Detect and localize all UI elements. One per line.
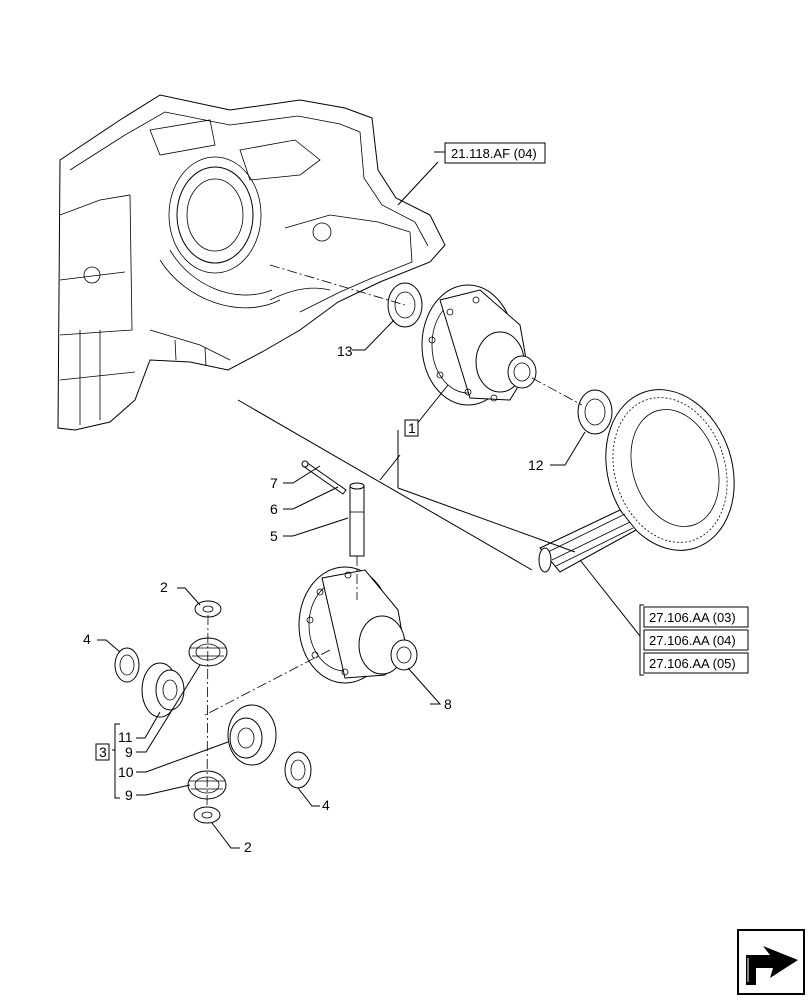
ref-link-gear-03[interactable]: 27.106.AA (03) — [643, 606, 749, 628]
callout-9-top: 9 — [125, 744, 133, 760]
ref-gear-05-text[interactable]: 27.106.AA (05) — [649, 656, 736, 671]
ref-gear-03-text[interactable]: 27.106.AA (03) — [649, 610, 736, 625]
ref-link-housing[interactable]: 21.118.AF (04) — [444, 142, 546, 164]
leader-lines — [97, 151, 641, 849]
callout-3: 3 — [99, 744, 107, 760]
callout-13: 13 — [337, 343, 353, 359]
washer-2-bottom — [193, 806, 221, 824]
shaft-5 — [349, 482, 365, 557]
callout-12: 12 — [528, 457, 544, 473]
pin-6 — [301, 460, 347, 495]
side-gear-11 — [141, 662, 185, 718]
crown-wheel-pinion — [538, 389, 735, 573]
callout-8: 8 — [444, 696, 452, 712]
differential-case-8 — [298, 566, 418, 684]
ref-link-gear-04[interactable]: 27.106.AA (04) — [643, 629, 749, 651]
transmission-housing — [57, 94, 446, 431]
callout-2-top: 2 — [160, 579, 168, 595]
ref-link-gear-05[interactable]: 27.106.AA (05) — [643, 652, 749, 674]
callout-9-bottom: 9 — [125, 787, 133, 803]
callout-4-right: 4 — [322, 797, 330, 813]
ref-links-gear: 27.106.AA (03) 27.106.AA (04) 27.106.AA … — [639, 604, 749, 676]
callout-4-left: 4 — [83, 631, 91, 647]
bearing-12 — [577, 389, 613, 435]
callout-6: 6 — [270, 501, 278, 517]
ref-gear-04-text[interactable]: 27.106.AA (04) — [649, 633, 736, 648]
callout-box-1: 1 — [404, 419, 419, 437]
callout-5: 5 — [270, 528, 278, 544]
differential-case-upper — [421, 284, 537, 406]
ref-housing-text[interactable]: 21.118.AF (04) — [451, 146, 537, 161]
callout-labels: 13 12 7 6 5 2 4 8 11 9 10 9 4 2 — [83, 343, 544, 855]
callout-box-3: 3 — [95, 743, 110, 761]
thrust-washer-4-left — [114, 647, 140, 683]
callout-1: 1 — [408, 420, 416, 436]
thrust-washer-4-right — [284, 751, 312, 789]
callout-7: 7 — [270, 475, 278, 491]
exit-arrow-icon[interactable] — [737, 929, 805, 995]
callout-10: 10 — [118, 764, 134, 780]
callout-2-bottom: 2 — [244, 839, 252, 855]
side-gear-10 — [227, 704, 277, 766]
callout-11: 11 — [118, 729, 133, 745]
